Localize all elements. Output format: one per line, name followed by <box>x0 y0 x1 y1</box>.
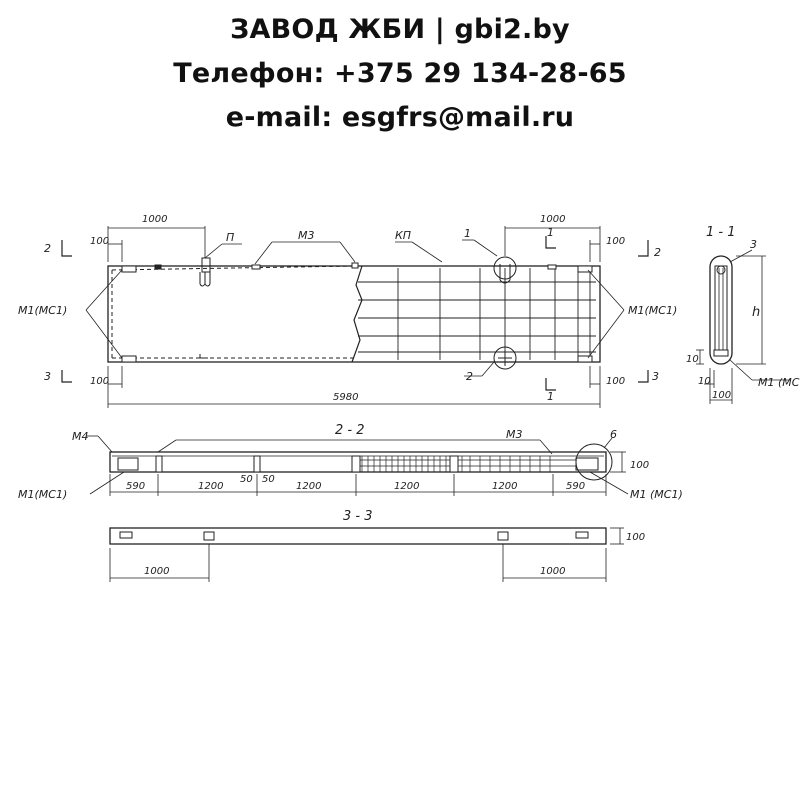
section-3-3-embed-2 <box>575 531 589 539</box>
dim-5980: 5980 <box>333 392 358 403</box>
plan-leaders <box>85 239 625 377</box>
embed-plate-bl <box>121 355 137 363</box>
section-1-1-dim-10a: 10 <box>686 354 699 365</box>
label-p: П <box>226 231 234 244</box>
section-1-1-dim-10b: 10 <box>698 376 711 387</box>
dim-50-a: 50 <box>240 474 253 485</box>
embed-small-2 <box>251 264 261 270</box>
section-3-3-dim-1000-right: 1000 <box>540 566 565 577</box>
header: ЗАВОД ЖБИ | gbi2.by Телефон: +375 29 134… <box>0 8 800 140</box>
embed-plate-tl <box>121 265 137 273</box>
section-2-2-label-m4: М4 <box>72 430 89 443</box>
section-3-3-dim-1000-left: 1000 <box>144 566 169 577</box>
label-3-left: 3 <box>44 370 51 383</box>
plan-view: 1000 1000 100 100 100 100 5980 П М3 КП 1… <box>18 214 677 408</box>
section-3-3-embed-1 <box>119 531 133 539</box>
label-kp: КП <box>395 229 411 242</box>
section-1-1-title: 1 - 1 <box>706 225 736 240</box>
section-2-2-label-m3: М3 <box>506 428 523 441</box>
dim-100-br: 100 <box>606 376 625 387</box>
section-1-1-label-3: 3 <box>750 238 757 251</box>
section-2-2-rib-3 <box>351 455 361 473</box>
section-1-1-label-m1: М1 (МС <box>758 376 800 389</box>
embed-mark-bottom <box>199 354 208 359</box>
embed-plate-br <box>577 355 593 363</box>
section-2-2-label-6: 6 <box>610 428 617 441</box>
lifting-loop-right-bottom <box>493 346 517 370</box>
label-m1-right: М1(МС1) <box>628 304 677 317</box>
section-2-2-title: 2 - 2 <box>335 423 365 438</box>
label-2-left: 2 <box>44 242 51 255</box>
section-3-3: 3 - 3 1000 1000 100 <box>109 509 645 582</box>
section-2-2-rib-2 <box>253 455 261 473</box>
section-2-2-embed-left <box>117 457 139 471</box>
label-3-right: 3 <box>652 370 659 383</box>
section-2-2-dim-100: 100 <box>630 460 649 471</box>
label-2-right: 2 <box>654 246 661 259</box>
lifting-loop-left <box>199 257 211 287</box>
label-m1-left: М1(МС1) <box>18 304 67 317</box>
dim-1200-a: 1200 <box>198 481 223 492</box>
dim-50-b: 50 <box>262 474 275 485</box>
plan-outline <box>107 265 601 363</box>
dim-1200-b: 1200 <box>296 481 321 492</box>
header-email: e-mail: esgfrs@mail.ru <box>225 102 575 133</box>
section-2-2-label-m1-left: М1(МС1) <box>18 488 67 501</box>
dim-1000-left: 1000 <box>142 214 167 225</box>
section-3-3-outline <box>109 527 607 545</box>
dim-1000-right: 1000 <box>540 214 565 225</box>
section-2-2-detail-6 <box>575 443 613 481</box>
header-phone: Телефон: +375 29 134-28-65 <box>173 58 627 89</box>
label-1-top: 1 <box>464 227 471 240</box>
dim-100-tr: 100 <box>606 236 625 247</box>
section-2-2: 2 - 2 М4 М3 6 590 1200 50 50 1200 1200 1… <box>18 423 683 501</box>
dim-1200-c: 1200 <box>394 481 419 492</box>
label-1-cut-top: 1 <box>547 226 554 239</box>
embed-small-4 <box>547 264 557 270</box>
section-2-2-label-m1-right: М1 (МС1) <box>630 488 683 501</box>
section-2-2-embed-right <box>575 457 599 471</box>
section-1-1-dim-100: 100 <box>712 390 731 401</box>
dim-1200-d: 1200 <box>492 481 517 492</box>
section-1-1-cage <box>714 265 728 355</box>
section-3-3-loop-left <box>203 531 215 541</box>
plan-dashed-edge <box>111 265 356 359</box>
reinforcement-grid <box>358 268 596 360</box>
section-1-1-plate <box>713 349 729 357</box>
dim-100-tl: 100 <box>90 236 109 247</box>
section-2-2-stirrups <box>361 456 551 472</box>
label-2-callout: 2 <box>466 370 473 383</box>
section-3-3-dim-100: 100 <box>626 532 645 543</box>
section-1-1-label-h: h <box>752 305 760 320</box>
section-markers <box>61 236 649 391</box>
section-1-1: 1 - 1 3 h 10 10 100 М1 (МС <box>686 225 800 404</box>
embed-plate-tr <box>577 265 593 273</box>
label-1-cut-bottom: 1 <box>547 390 554 403</box>
section-3-3-loop-right <box>497 531 509 541</box>
break-line <box>351 265 363 363</box>
embed-small-1 <box>154 264 162 270</box>
label-m3-plan: М3 <box>298 229 315 242</box>
header-title: ЗАВОД ЖБИ | gbi2.by <box>230 14 570 45</box>
section-3-3-title: 3 - 3 <box>343 509 373 524</box>
section-1-1-loop <box>716 265 726 275</box>
section-2-2-rib-1 <box>155 455 163 473</box>
section-2-2-rib-4 <box>449 455 459 473</box>
embed-small-3 <box>351 262 359 269</box>
dim-590-right: 590 <box>566 481 585 492</box>
plan-dimensions <box>107 226 601 408</box>
lifting-loop-right-top <box>493 256 517 284</box>
dim-590-left: 590 <box>126 481 145 492</box>
section-1-1-outline <box>709 255 733 365</box>
dim-100-bl: 100 <box>90 376 109 387</box>
